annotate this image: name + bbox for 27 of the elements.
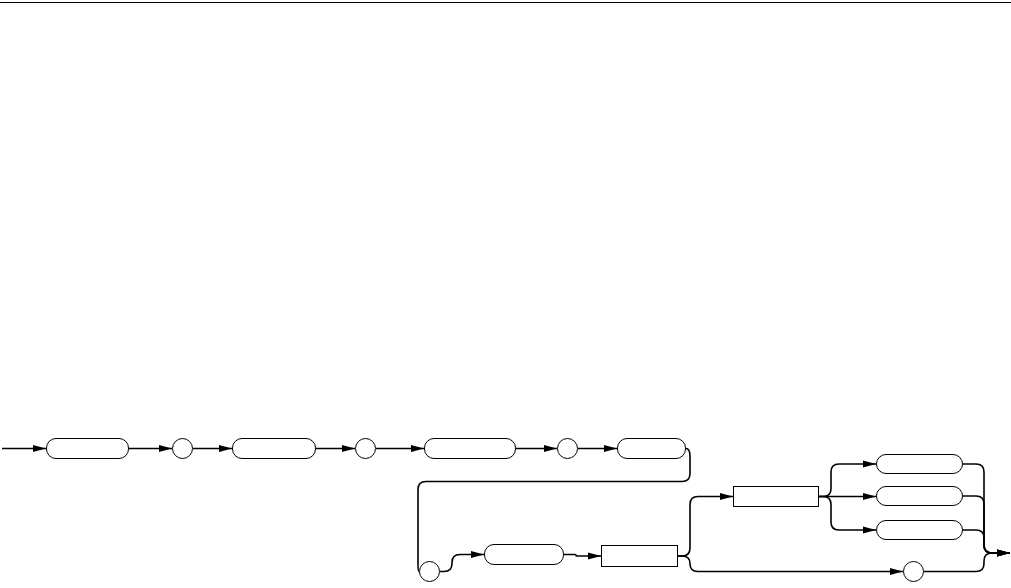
circle-symbol bbox=[419, 561, 440, 582]
circle-symbol bbox=[557, 438, 578, 459]
circle-symbol bbox=[172, 438, 193, 459]
circle-symbol bbox=[355, 438, 376, 459]
arrow bbox=[677, 555, 904, 575]
rectangle-box bbox=[601, 545, 678, 567]
rounded-box bbox=[876, 454, 963, 474]
arrow bbox=[577, 445, 618, 452]
arrow bbox=[563, 552, 602, 560]
rounded-box bbox=[46, 438, 129, 459]
arrow bbox=[439, 551, 485, 573]
arrow bbox=[515, 445, 558, 452]
arrow bbox=[375, 445, 425, 452]
arrow bbox=[1, 445, 47, 452]
arrow bbox=[192, 445, 233, 452]
rounded-box bbox=[876, 520, 963, 540]
arrow bbox=[128, 445, 173, 452]
rectangle-box bbox=[733, 486, 819, 507]
rounded-box bbox=[484, 544, 564, 565]
rounded-box bbox=[424, 438, 516, 459]
arrow bbox=[315, 445, 356, 452]
rounded-box bbox=[876, 486, 963, 506]
arrow bbox=[818, 495, 877, 534]
circle-symbol bbox=[903, 561, 924, 582]
rounded-box bbox=[617, 438, 686, 459]
rounded-box bbox=[232, 438, 316, 459]
arrow bbox=[923, 549, 1011, 573]
